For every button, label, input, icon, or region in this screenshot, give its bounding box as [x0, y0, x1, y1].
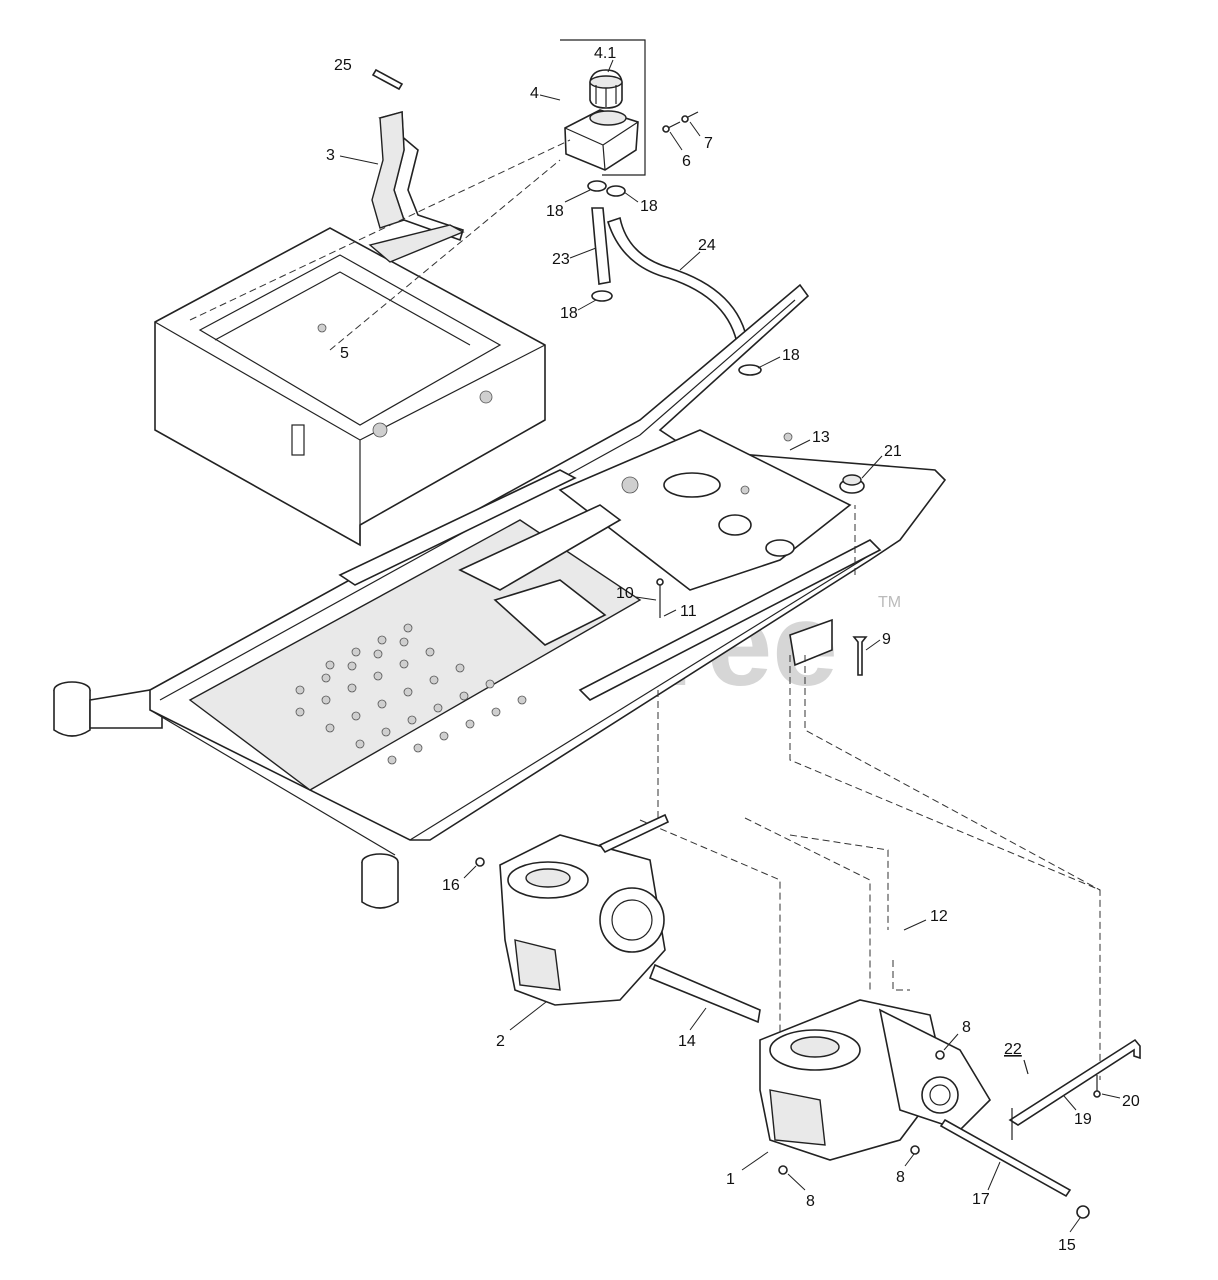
callout-7: 7	[704, 135, 713, 152]
callout-17: 17	[972, 1191, 990, 1208]
callout-8-c: 8	[896, 1169, 905, 1186]
callout-14: 14	[678, 1033, 696, 1050]
axle-rod[interactable]	[939, 1118, 1090, 1219]
leader-lines	[339, 94, 1121, 1233]
fuel-tank-assembly[interactable]	[560, 39, 646, 176]
callout-20: 20	[1122, 1093, 1140, 1110]
callout-15: 15	[1058, 1237, 1076, 1254]
callout-1: 1	[726, 1171, 735, 1188]
callout-18-d: 18	[782, 347, 800, 364]
main-frame[interactable]	[53, 283, 947, 909]
body-box[interactable]	[154, 139, 571, 547]
callout-4: 4	[530, 85, 539, 102]
watermark-trademark: TM	[878, 594, 901, 611]
callout-8-b: 8	[806, 1193, 815, 1210]
floor-holes	[295, 623, 527, 765]
seat-bracket[interactable]	[371, 110, 464, 242]
callout-18-b: 18	[640, 198, 658, 215]
callout-23: 23	[552, 251, 570, 268]
callout-8-a: 8	[962, 1019, 971, 1036]
callout-3: 3	[326, 147, 335, 164]
control-lever[interactable]	[1008, 1038, 1141, 1140]
bolt-parts[interactable]	[662, 111, 699, 133]
transmission-left[interactable]	[475, 813, 761, 1024]
callout-22: 22	[1004, 1041, 1022, 1058]
callout-25: 25	[334, 57, 352, 74]
callout-13: 13	[812, 429, 830, 446]
transmission-right[interactable]	[759, 999, 992, 1175]
callout-4-1: 4.1	[594, 45, 616, 62]
callout-5: 5	[340, 345, 349, 362]
callout-21: 21	[884, 443, 902, 460]
callout-18-c: 18	[560, 305, 578, 322]
callout-12: 12	[930, 908, 948, 925]
callout-6: 6	[682, 153, 691, 170]
callout-11: 11	[680, 603, 697, 620]
callout-9: 9	[882, 631, 891, 648]
callout-16: 16	[442, 877, 460, 894]
fuel-hoses[interactable]	[587, 180, 762, 376]
callout-2: 2	[496, 1033, 505, 1050]
callout-19: 19	[1074, 1111, 1092, 1128]
callout-labels: 25 4.1 4 7 6 3 18 18 23 24 18 5 18 13 21…	[326, 45, 1140, 1254]
pin-part[interactable]	[371, 68, 404, 91]
alignment-lines	[639, 505, 1101, 1090]
callout-24: 24	[698, 237, 716, 254]
callout-10: 10	[616, 585, 634, 602]
callout-18-a: 18	[546, 203, 564, 220]
